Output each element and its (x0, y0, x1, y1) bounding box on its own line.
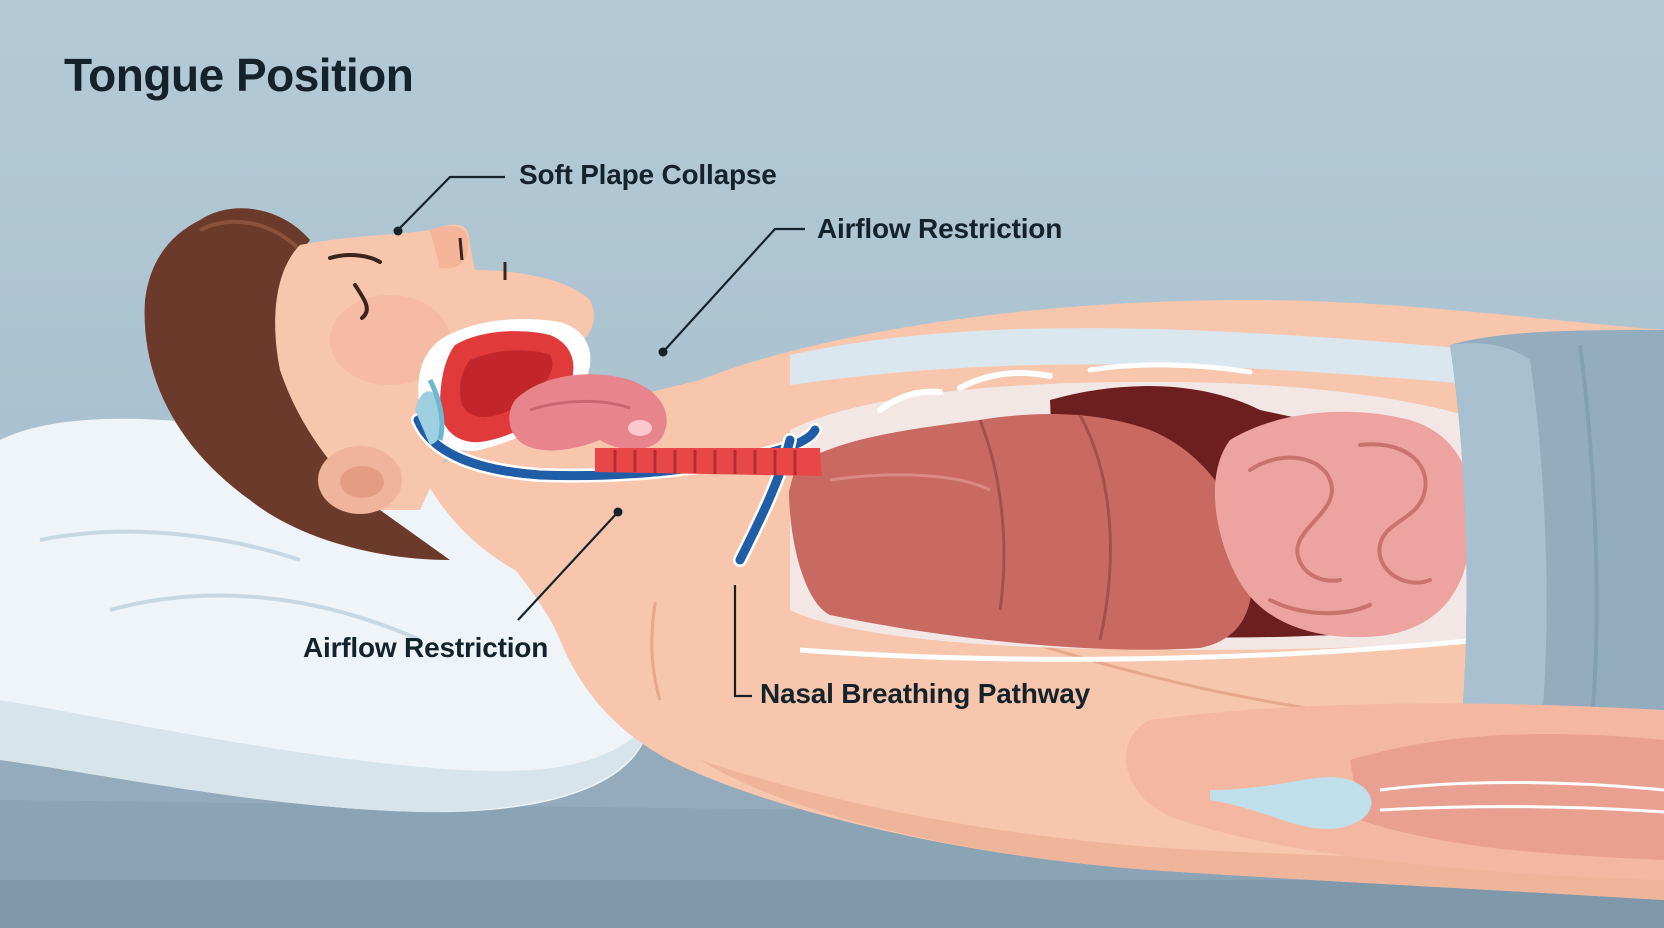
trachea (595, 448, 822, 476)
label-nasal-breathing-pathway: Nasal Breathing Pathway (760, 678, 1090, 709)
callout-lines (393, 175, 805, 698)
diagram-title: Tongue Position (64, 49, 414, 101)
liver (789, 414, 1252, 650)
tongue (509, 374, 667, 451)
ear (318, 446, 402, 514)
neck (420, 450, 800, 605)
label-soft-palate-collapse: Soft Plape Collapse (519, 159, 777, 190)
intestines (1214, 411, 1473, 638)
label-airflow-restriction-lower: Airflow Restriction (303, 632, 549, 663)
arm (1126, 703, 1664, 880)
blanket (1450, 330, 1664, 741)
label-airflow-restriction-upper: Airflow Restriction (817, 213, 1063, 244)
